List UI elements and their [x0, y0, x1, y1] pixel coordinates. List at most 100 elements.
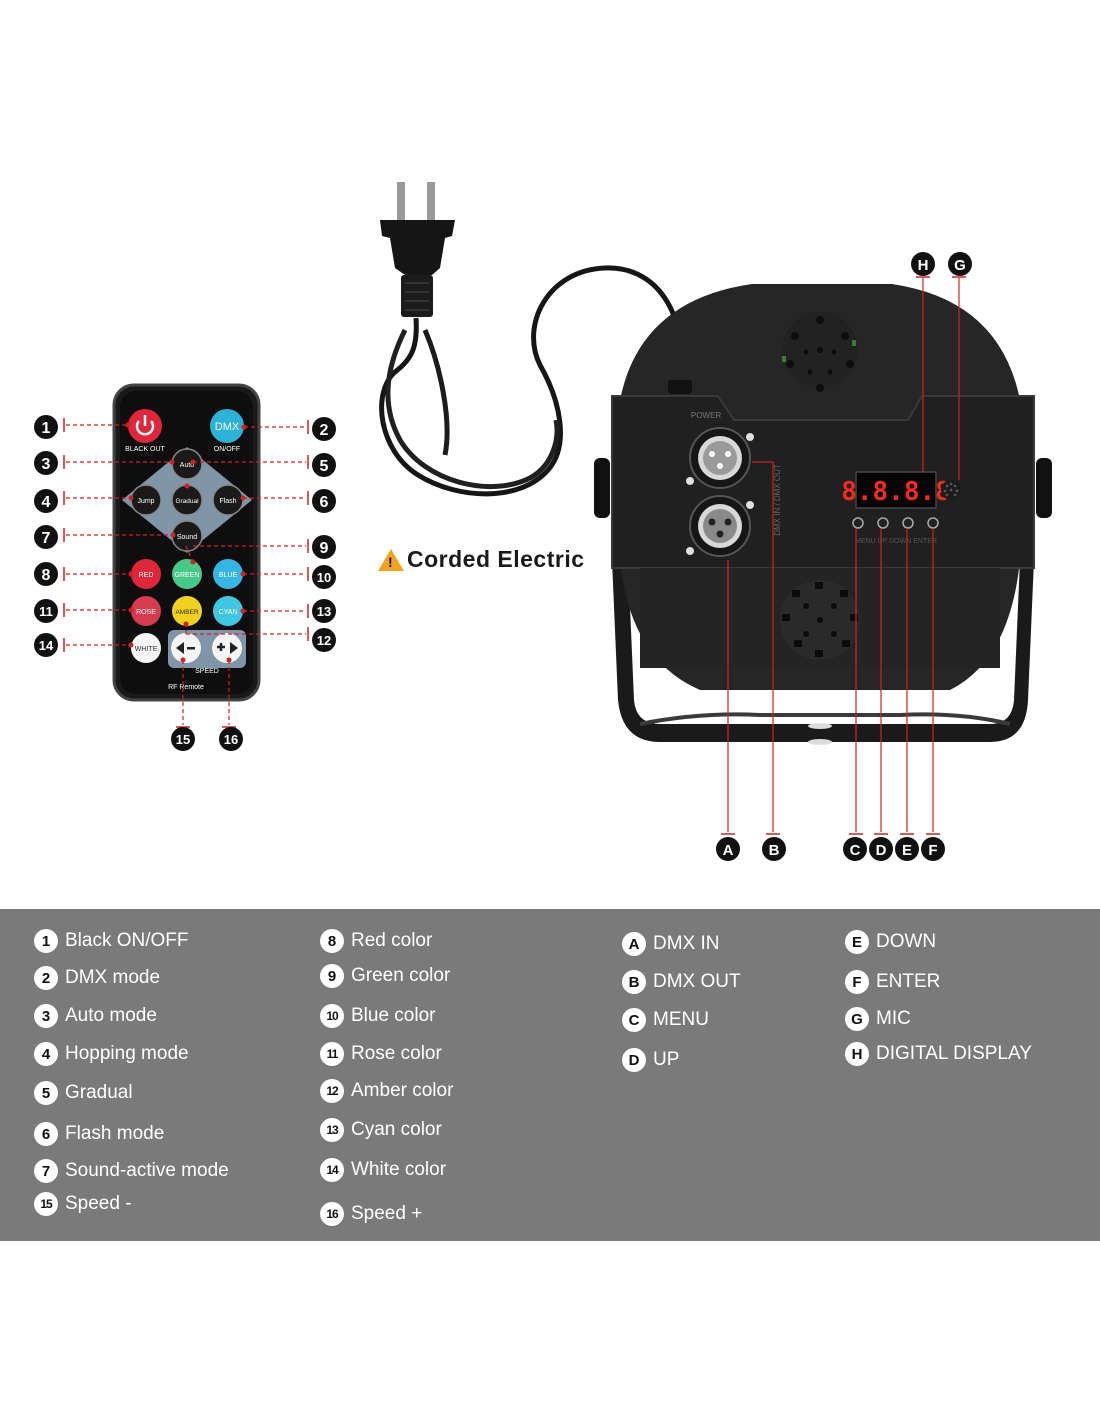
legend-badge: 16	[320, 1202, 344, 1226]
white-key[interactable]	[131, 633, 161, 663]
down-button[interactable]	[902, 517, 914, 529]
legend-badge: F	[845, 970, 869, 994]
legend-item: 4 Hopping mode	[34, 1042, 189, 1066]
corded-electric-text: Corded Electric	[407, 546, 585, 572]
arrow-left-icon	[176, 642, 184, 654]
callout-badge	[843, 837, 867, 861]
legend-badge: 14	[320, 1158, 344, 1182]
speed-plus-key[interactable]	[212, 633, 242, 663]
legend-text: Rose color	[351, 1043, 442, 1064]
dmx-out-port[interactable]	[689, 495, 751, 557]
red-key-label: RED	[139, 572, 154, 579]
amber-key[interactable]	[172, 596, 202, 626]
par-light-device: POWER DMX IN / DMX OUT 8.8.8.8	[594, 284, 1052, 745]
bracket-knob-right	[1036, 458, 1052, 518]
white-key-label: WHITE	[135, 646, 158, 653]
legend-badge: 12	[320, 1079, 344, 1103]
green-key-label: GREEN	[175, 572, 200, 579]
callout-badge	[34, 489, 58, 513]
legend-badge: 2	[34, 966, 58, 990]
callout-badge	[312, 489, 336, 513]
legend-badge: A	[622, 932, 646, 956]
speed-caption: SPEED	[195, 668, 219, 675]
legend-badge: 7	[34, 1159, 58, 1183]
amber-key-label: AMBER	[175, 609, 198, 616]
legend-text: DMX IN	[653, 933, 720, 954]
callout-6: 6	[320, 494, 329, 511]
screw-icons	[686, 433, 754, 555]
red-key[interactable]	[131, 559, 161, 589]
callout-badge	[34, 562, 58, 586]
callout-15: 15	[176, 732, 190, 747]
plug-prong-right	[427, 182, 435, 220]
remote-callout-dots	[125, 422, 247, 663]
legend-badge: 11	[320, 1042, 344, 1066]
legend-text: Black ON/OFF	[65, 930, 189, 951]
power-label: POWER	[691, 411, 721, 420]
remote-callout-ticks	[63, 418, 309, 728]
callout-badge	[312, 535, 336, 559]
digital-display	[855, 471, 937, 509]
port-label: DMX IN / DMX OUT	[773, 464, 782, 536]
bottom-vent	[780, 580, 860, 660]
legend-badge: 1	[34, 929, 58, 953]
power-icon	[135, 415, 155, 436]
cord-loop-inner	[422, 329, 450, 456]
legend-badge: 5	[34, 1081, 58, 1105]
legend-badge: 6	[34, 1122, 58, 1146]
callout-4: 4	[42, 494, 51, 511]
legend-text: Blue color	[351, 1005, 436, 1026]
callout-3: 3	[42, 456, 51, 473]
legend-text: DOWN	[876, 931, 937, 952]
dmx-in-port[interactable]	[689, 427, 751, 489]
callout-badge	[219, 727, 243, 751]
legend-badge: 15	[34, 1192, 58, 1216]
legend-text: Hopping mode	[65, 1043, 189, 1064]
green-key[interactable]	[172, 559, 202, 589]
legend-badge: 13	[320, 1118, 344, 1142]
display-readout: 8.8.8.8	[841, 477, 951, 507]
callout-F: F	[928, 842, 937, 859]
menu-button[interactable]	[852, 517, 864, 529]
callout-badge	[312, 628, 336, 652]
legend-text: UP	[653, 1049, 680, 1070]
legend-text: MIC	[876, 1008, 911, 1029]
power-key-caption: BLACK OUT	[125, 446, 165, 453]
remote-callout-lines	[66, 424, 306, 725]
rose-key[interactable]	[131, 596, 161, 626]
dmx-key[interactable]	[210, 409, 244, 443]
blue-key[interactable]	[213, 559, 243, 589]
cyan-key-label: CYAN	[219, 609, 238, 616]
cyan-key[interactable]	[213, 596, 243, 626]
button-labels: MENU UP DOWN ENTER	[855, 538, 937, 545]
callout-badge	[921, 837, 945, 861]
callout-badge	[869, 837, 893, 861]
callout-E: E	[902, 842, 912, 859]
speed-minus-key[interactable]	[171, 633, 201, 663]
blue-key-label: BLUE	[219, 572, 238, 579]
enter-button[interactable]	[927, 517, 939, 529]
callout-badge	[34, 451, 58, 475]
cord-loop	[385, 328, 560, 490]
callout-C: C	[850, 842, 861, 859]
dmx-key-caption: ON/OFF	[214, 446, 240, 453]
callout-11: 11	[39, 604, 53, 619]
bracket-knob-left	[594, 458, 610, 518]
cord-entry	[668, 380, 692, 394]
callout-badge	[34, 525, 58, 549]
legend-badge: 4	[34, 1042, 58, 1066]
up-button[interactable]	[877, 517, 889, 529]
plug-head	[380, 220, 455, 275]
callout-1: 1	[42, 420, 51, 437]
callout-13: 13	[317, 604, 331, 619]
device-callout-lines	[727, 278, 960, 832]
